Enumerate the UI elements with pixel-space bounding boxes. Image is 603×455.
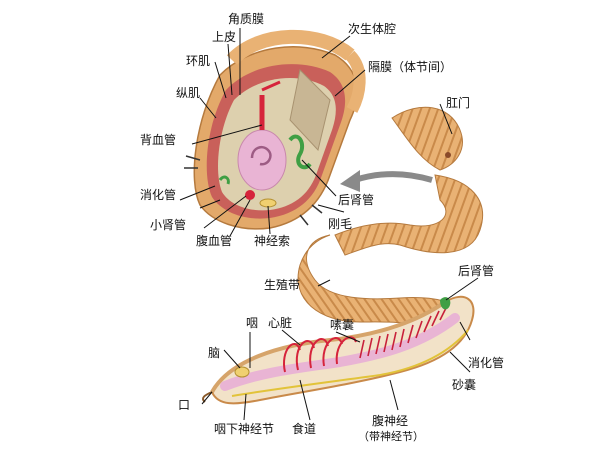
label-setae: 刚毛 [328, 217, 353, 231]
label-small-nephridium: 小肾管 [150, 218, 187, 232]
digestive-tract [220, 313, 460, 391]
label-longitudinal-muscle: 纵肌 [176, 86, 201, 100]
label-brain: 脑 [208, 346, 221, 360]
label-pharynx: 咽 [246, 316, 259, 330]
gut-segments [359, 305, 448, 359]
label-digestive-tract-right: 消化管 [468, 356, 505, 370]
label-clitellum: 生殖带 [264, 278, 301, 292]
label-ventral-vessel: 腹血管 [196, 234, 233, 248]
label-circular-muscle: 环肌 [186, 54, 211, 68]
label-digestive-tract-top: 消化管 [140, 188, 177, 202]
label-septum: 隔膜（体节间） [368, 60, 453, 74]
section-arrow [354, 171, 433, 183]
nephridium-right [440, 297, 451, 310]
label-subpharyngeal-ganglion: 咽下神经节 [214, 422, 275, 436]
worm-posterior-body [334, 174, 484, 256]
label-metanephridium-top: 后肾管 [338, 193, 375, 207]
label-ventral-nerve-note: （带神经节） [358, 430, 424, 443]
label-metanephridium-right: 后肾管 [458, 264, 495, 278]
label-seminal-vesicle: 嗉囊 [330, 318, 355, 332]
label-nerve-cord: 神经索 [254, 234, 291, 248]
label-ventral-nerve: 腹神经 [372, 414, 409, 428]
leader-lines [179, 28, 479, 421]
ventral-nerve-line [231, 329, 469, 397]
label-esophagus: 食道 [292, 422, 317, 436]
worm-tail-segment [391, 106, 463, 171]
label-coelom: 次生体腔 [348, 22, 397, 36]
cross-section [184, 29, 366, 230]
label-gizzard: 砂囊 [452, 378, 477, 392]
label-dorsal-vessel: 背血管 [140, 133, 177, 147]
label-cuticle: 角质膜 [228, 12, 265, 26]
label-mouth: 口 [178, 398, 191, 412]
label-anus: 肛门 [446, 96, 471, 110]
label-epidermis: 上皮 [212, 30, 237, 44]
brain-shape [234, 366, 250, 378]
label-heart: 心脏 [268, 316, 293, 330]
